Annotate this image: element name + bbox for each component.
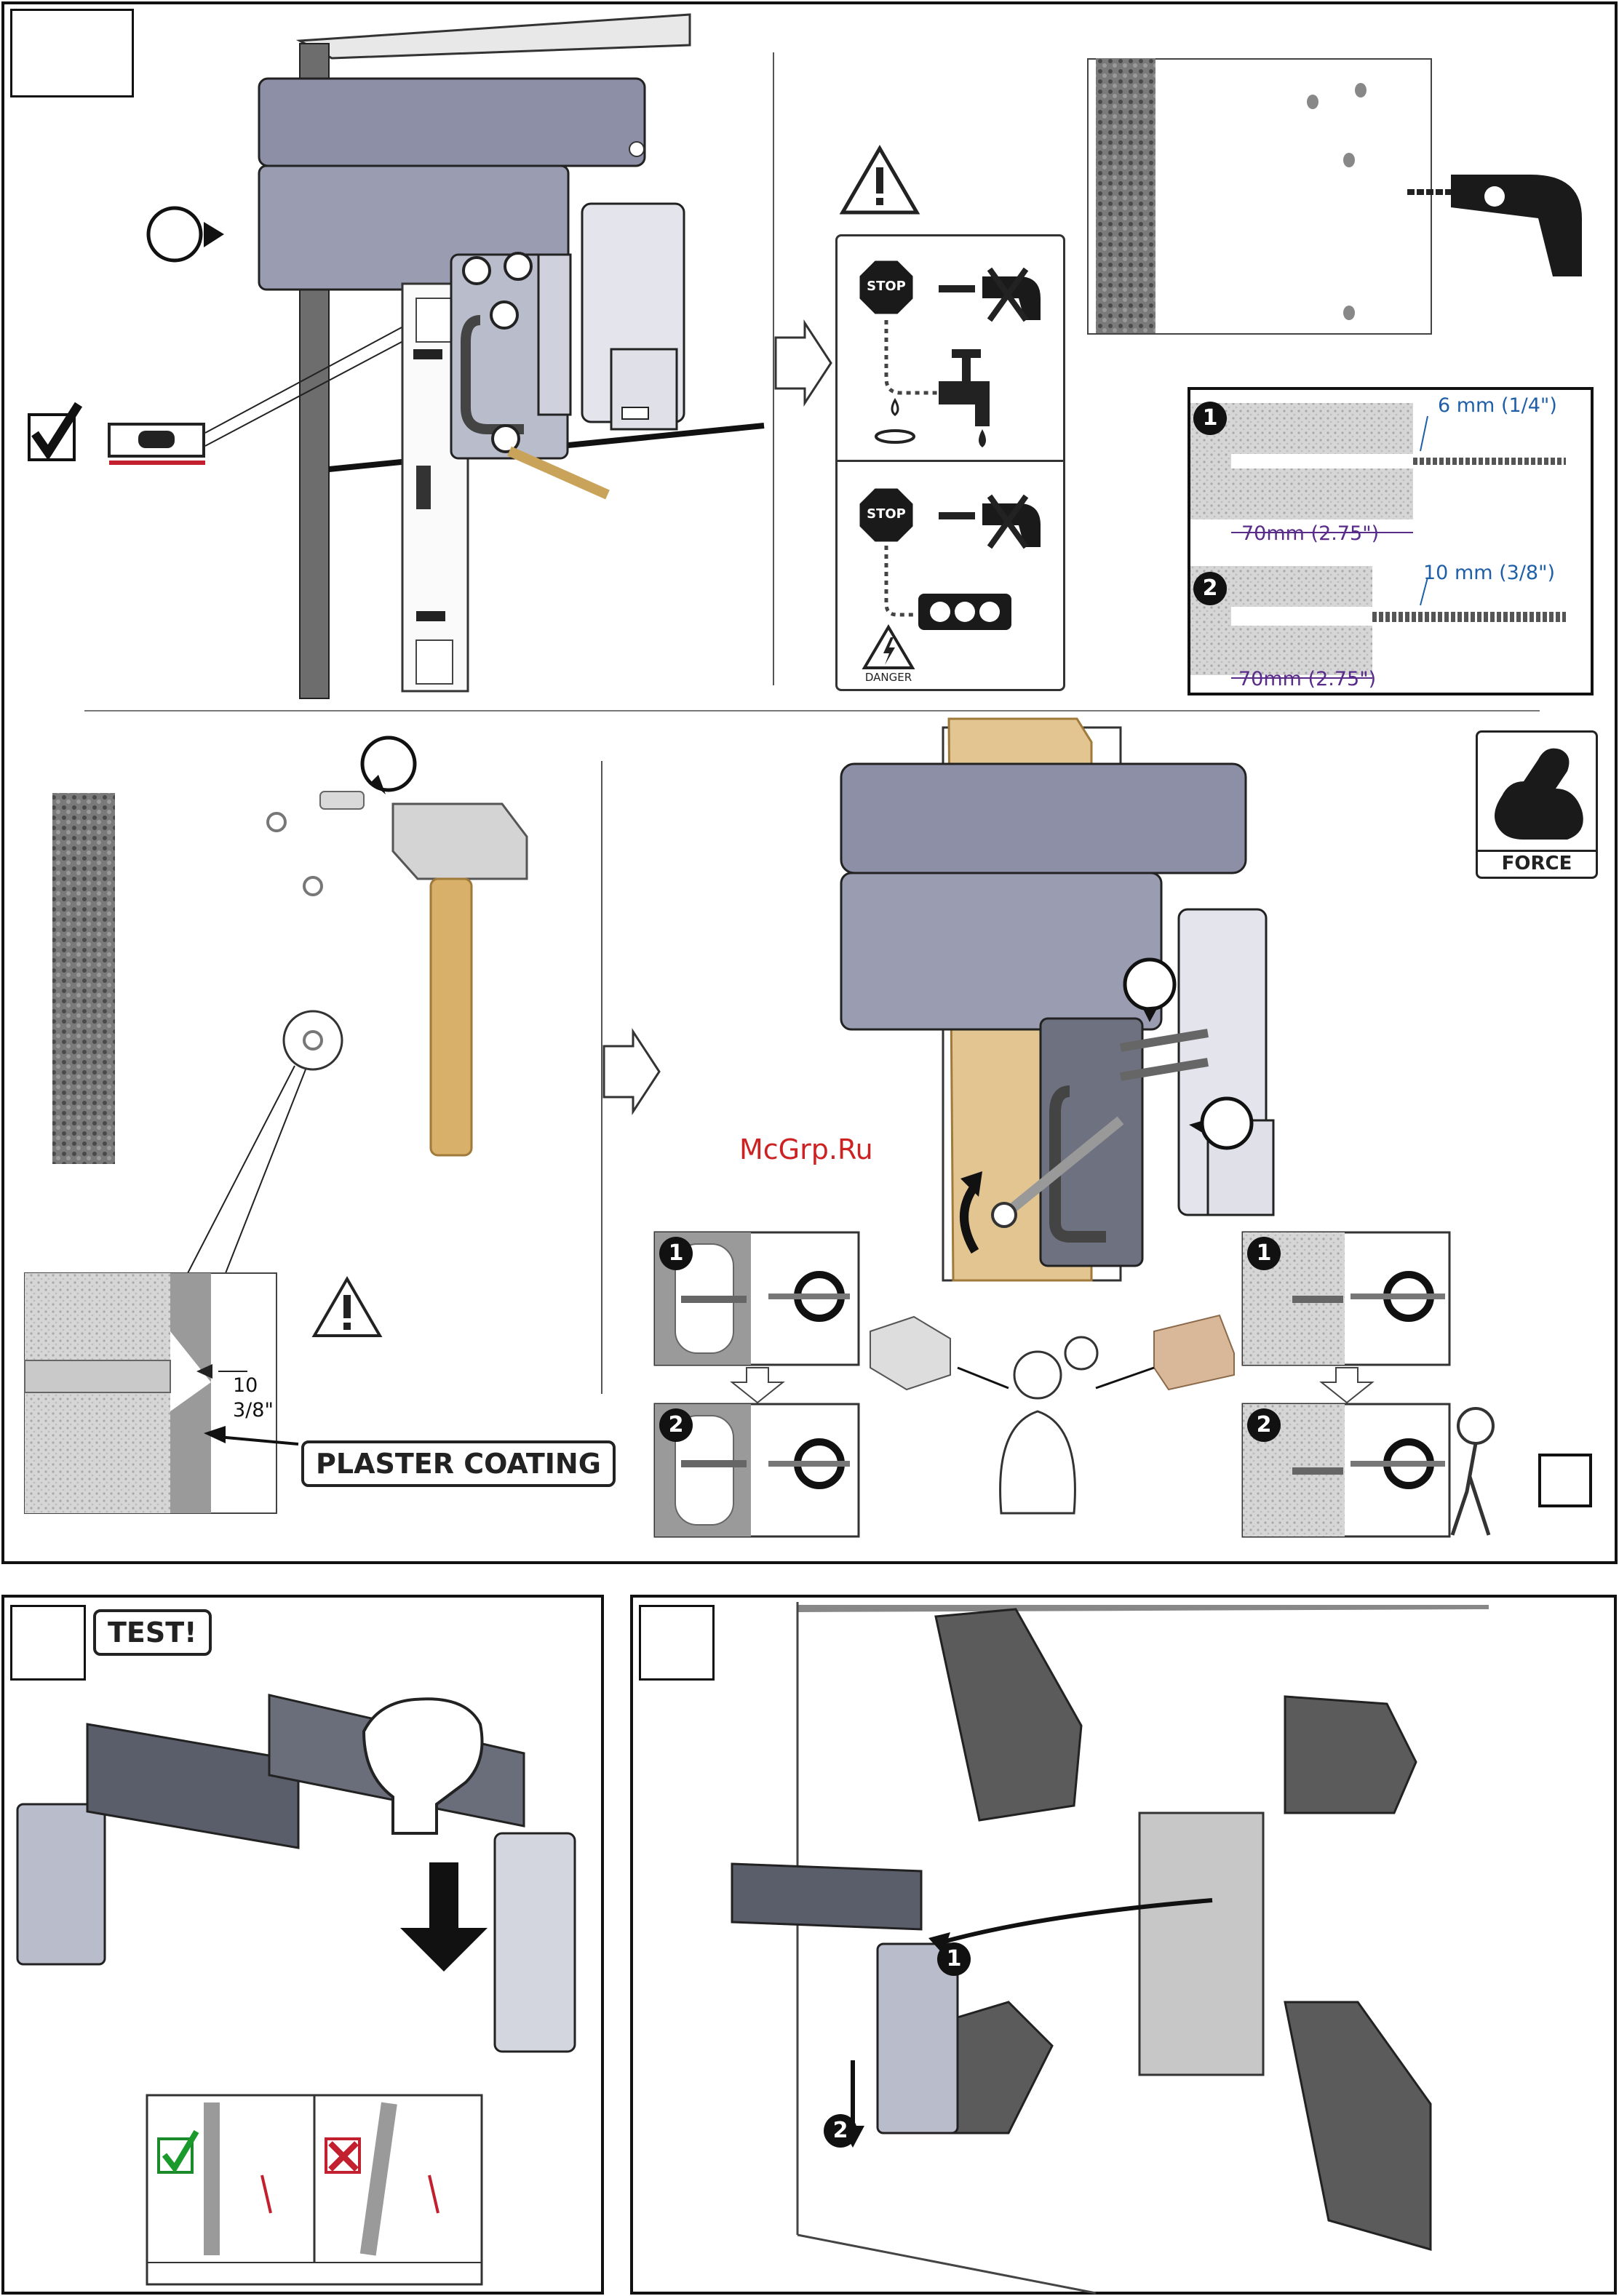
- middle-divider-line: [84, 710, 1540, 711]
- drill-wall-illustration: [1087, 58, 1611, 335]
- next-step-arrow-icon: [776, 323, 834, 403]
- drill-spec-depth-2: 70mm (2.75"): [1238, 668, 1376, 690]
- electrical-outlet-icon: [873, 546, 1019, 633]
- force-label: FORCE: [1476, 853, 1598, 874]
- water-pipe-icon: [866, 320, 1011, 458]
- wall-anchor-hammer-illustration: [0, 713, 597, 1550]
- drill-spec-number-2: 2: [1193, 572, 1227, 605]
- anchor-right-step-2: 2: [1247, 1408, 1281, 1442]
- wall-arm-level-illustration: [0, 0, 779, 698]
- anchor-right-step-1: 1: [1247, 1237, 1281, 1270]
- safety-panel-divider: [835, 460, 1065, 462]
- drill-spec-depth-1: 70mm (2.75"): [1241, 522, 1379, 545]
- danger-high-voltage-icon: [863, 626, 914, 669]
- next-step-arrow-icon-2: [604, 1032, 662, 1112]
- anchor-left-step-1: 1: [659, 1237, 693, 1270]
- test-label: TEST!: [93, 1609, 212, 1656]
- watermark: McGrp.Ru: [739, 1133, 873, 1165]
- tv-plate-step-1: 1: [937, 1942, 971, 1976]
- danger-label: DANGER: [859, 671, 918, 684]
- force-divider: [1476, 850, 1598, 852]
- no-drill-icon-2: [939, 489, 1048, 554]
- plaster-coating-label: PLASTER COATING: [301, 1440, 616, 1487]
- drill-spec-number-1: 1: [1193, 402, 1227, 435]
- drill-spec-bit-1: 6 mm (1/4"): [1438, 394, 1557, 417]
- middle-vertical-divider: [601, 761, 602, 1394]
- tv-plate-illustration: [630, 1595, 1617, 2295]
- tv-plate-step-2: 2: [824, 2114, 857, 2148]
- stop-sign-label: STOP: [857, 279, 915, 294]
- warning-triangle-icon: [840, 146, 920, 215]
- test-arm-illustration: [0, 1666, 604, 2292]
- anchor-options-illustration: [652, 1229, 1605, 1542]
- drill-spec-bit-2: 10 mm (3/8"): [1423, 562, 1555, 584]
- anchor-left-step-2: 2: [659, 1408, 693, 1442]
- no-drill-icon: [939, 262, 1048, 327]
- top-divider-line: [773, 52, 774, 685]
- plaster-depth-label: 10 3/8": [233, 1374, 274, 1423]
- stop-sign-label-2: STOP: [857, 506, 915, 522]
- flexed-arm-icon: [1480, 738, 1594, 847]
